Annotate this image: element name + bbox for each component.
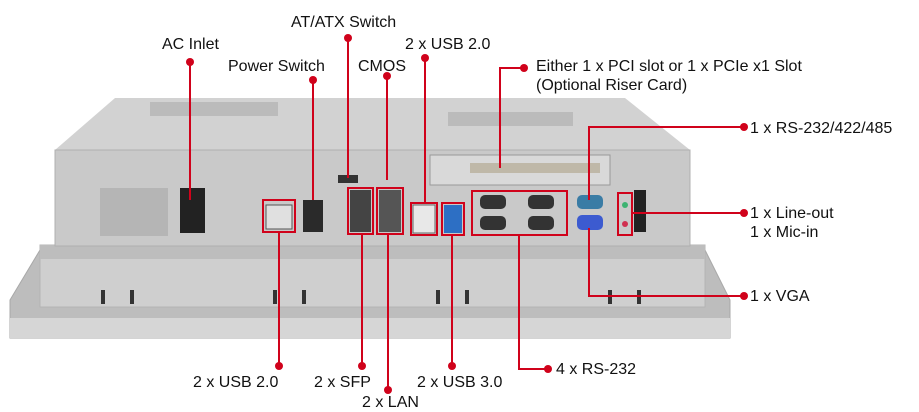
lan-ports: [379, 190, 401, 232]
label-usb20-top: 2 x USB 2.0: [405, 36, 491, 53]
label-line-out: 1 x Line-out: [750, 205, 834, 222]
callout-dots: [186, 34, 748, 394]
label-pci-slot: Either 1 x PCI slot or 1 x PCIe x1 Slot: [536, 58, 802, 75]
at-atx-switch: [338, 175, 358, 183]
line-out-jack: [622, 202, 628, 208]
power-switch: [303, 200, 323, 232]
label-cmos: CMOS: [358, 58, 406, 75]
callout-lines: [189, 38, 744, 390]
rs232-ports: [480, 195, 554, 230]
label-power-switch: Power Switch: [228, 58, 325, 75]
vga-port: [577, 215, 603, 230]
usb20-ports: [412, 204, 436, 234]
sfp-ports: [350, 190, 371, 232]
label-usb30: 2 x USB 3.0: [417, 374, 503, 391]
label-at-atx-switch: AT/ATX Switch: [291, 14, 397, 31]
top-vent-right: [448, 112, 573, 126]
label-lan: 2 x LAN: [362, 394, 419, 411]
label-rs232: 4 x RS-232: [556, 361, 637, 378]
usb30-ports: [444, 205, 462, 233]
vent-grille: [100, 188, 168, 236]
label-sfp: 2 x SFP: [314, 374, 371, 391]
label-ac-inlet: AC Inlet: [162, 36, 219, 53]
label-rs232-422-485: 1 x RS-232/422/485: [750, 120, 893, 137]
mic-in-jack: [622, 221, 628, 227]
label-mic-in: 1 x Mic-in: [750, 224, 819, 241]
bezel-edge: [10, 318, 730, 338]
top-vent: [150, 102, 278, 116]
label-riser-card: (Optional Riser Card): [536, 77, 688, 94]
rs232-422-485-port: [577, 195, 603, 209]
label-usb20-bottom: 2 x USB 2.0: [193, 374, 279, 391]
label-vga: 1 x VGA: [750, 288, 810, 305]
ac-inlet: [180, 188, 205, 233]
usb-ports: [265, 204, 293, 230]
